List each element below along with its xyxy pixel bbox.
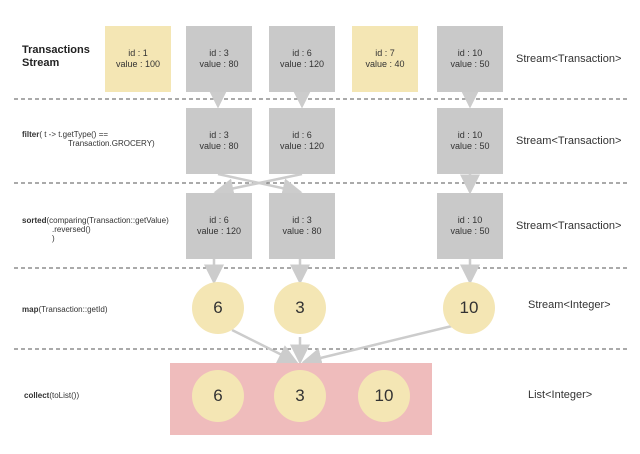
item-value: value : 50: [450, 59, 490, 69]
item-value: value : 100: [115, 59, 161, 69]
filter-item-3: id : 3 value : 80: [186, 108, 252, 174]
row2-type: Stream<Transaction>: [516, 135, 622, 147]
row4-type: Stream<Integer>: [528, 299, 611, 311]
sorted-item-6: id : 6 value : 120: [186, 193, 252, 259]
stream-item-6: id : 6 value : 120: [269, 26, 335, 92]
item-id: id : 6: [209, 215, 229, 225]
stream-item-10: id : 10 value : 50: [437, 26, 503, 92]
stage-separators: [14, 98, 628, 350]
item-value: value : 80: [199, 141, 239, 151]
row1-type: Stream<Transaction>: [516, 53, 622, 65]
map-label: map(Transaction::getId): [22, 305, 108, 314]
sorted-item-10: id : 10 value : 50: [437, 193, 503, 259]
filter-arg-line2: Transaction.GROCERY): [68, 139, 155, 148]
item-value: value : 50: [450, 226, 490, 236]
list-value-6: 6: [192, 370, 244, 422]
item-value: value : 120: [279, 141, 325, 151]
collect-keyword: collect: [24, 391, 50, 400]
row3-type: Stream<Transaction>: [516, 220, 622, 232]
item-id: id : 6: [292, 48, 312, 58]
map-value-10: 10: [443, 282, 495, 334]
stream-title: Transactions Stream: [22, 44, 90, 69]
filter-item-6: id : 6 value : 120: [269, 108, 335, 174]
map-value-3: 3: [274, 282, 326, 334]
stream-item-1: id : 1 value : 100: [105, 26, 171, 92]
item-id: id : 10: [457, 48, 483, 58]
filter-label: filter( t -> t.getType() == Transaction.…: [22, 130, 182, 148]
item-id: id : 10: [457, 215, 483, 225]
sorted-arg-line1: (comparing(Transaction::getValue): [46, 216, 169, 225]
list-value-3: 3: [274, 370, 326, 422]
item-value: value : 120: [279, 59, 325, 69]
item-value: value : 80: [199, 59, 239, 69]
item-value: value : 80: [282, 226, 322, 236]
flow-arrows: [204, 88, 480, 368]
item-id: id : 10: [457, 130, 483, 140]
item-value: value : 40: [365, 59, 405, 69]
item-id: id : 1: [128, 48, 148, 58]
row5-type: List<Integer>: [528, 389, 593, 401]
sorted-keyword: sorted: [22, 216, 47, 225]
collect-label: collect(toList()): [24, 391, 79, 400]
map-value-6: 6: [192, 282, 244, 334]
map-keyword: map: [22, 305, 39, 314]
sorted-arg-line3: ): [52, 234, 55, 243]
stream-item-7: id : 7 value : 40: [352, 26, 418, 92]
list-value-10: 10: [358, 370, 410, 422]
filter-item-10: id : 10 value : 50: [437, 108, 503, 174]
item-id: id : 3: [209, 48, 229, 58]
collect-arg: (toList()): [49, 391, 80, 400]
stream-item-3: id : 3 value : 80: [186, 26, 252, 92]
item-value: value : 120: [196, 226, 242, 236]
filter-arg-line1: ( t -> t.getType() ==: [39, 130, 109, 139]
sorted-item-3: id : 3 value : 80: [269, 193, 335, 259]
item-id: id : 3: [209, 130, 229, 140]
filter-keyword: filter: [22, 130, 40, 139]
map-arg: (Transaction::getId): [38, 305, 108, 314]
item-id: id : 6: [292, 130, 312, 140]
item-id: id : 3: [292, 215, 312, 225]
item-value: value : 50: [450, 141, 490, 151]
item-id: id : 7: [375, 48, 395, 58]
sorted-label: sorted(comparing(Transaction::getValue) …: [22, 216, 182, 243]
sorted-arg-line2: .reversed(): [52, 225, 91, 234]
